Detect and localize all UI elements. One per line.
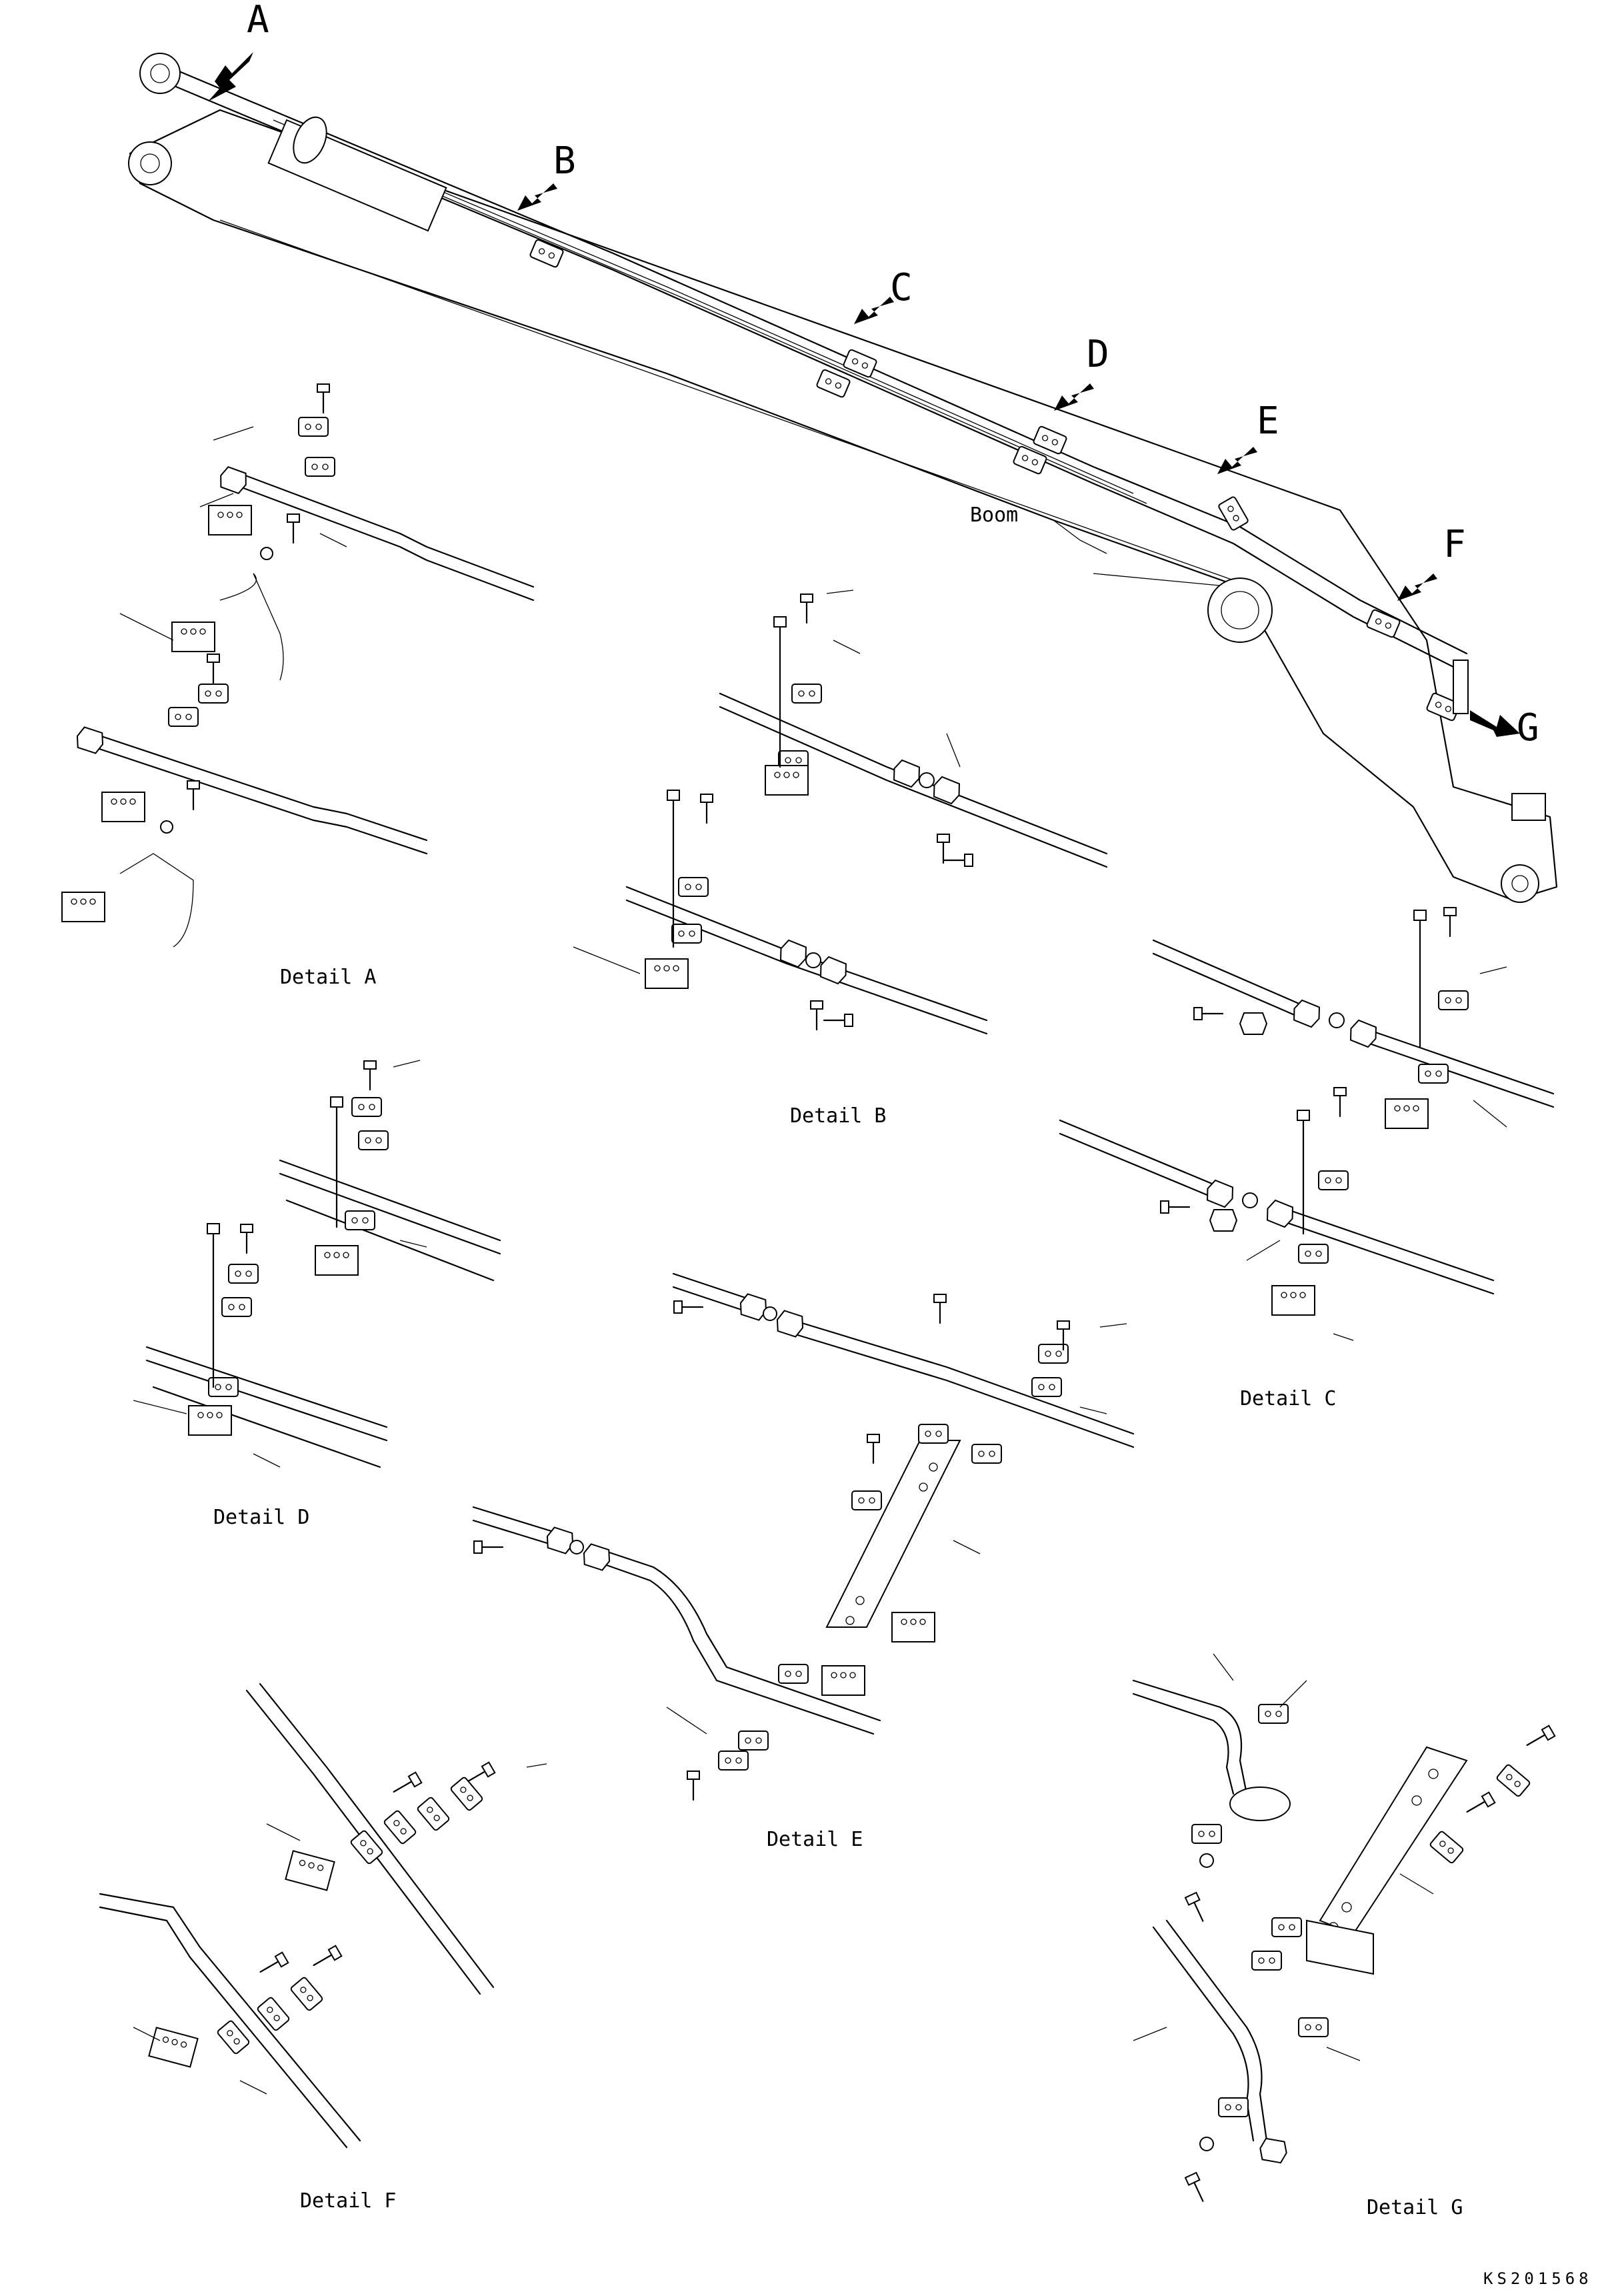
arrow-f-icon	[1397, 573, 1437, 601]
detail-b-drawing	[573, 590, 1108, 1035]
arrow-c-icon	[854, 297, 894, 324]
arrow-label-b: B	[553, 139, 576, 183]
boom-label: Boom	[970, 503, 1018, 527]
arrow-label-e: E	[1257, 399, 1279, 443]
arrow-label-g: G	[1517, 706, 1539, 750]
arrow-label-a: A	[247, 0, 269, 41]
arrow-label-f: F	[1443, 523, 1466, 566]
detail-c-caption: Detail C	[1240, 1387, 1337, 1410]
drawing-code: KS201568	[1483, 2269, 1593, 2288]
detail-f-caption: Detail F	[300, 2189, 397, 2213]
detail-g-caption: Detail G	[1367, 2196, 1463, 2219]
detail-e-caption: Detail E	[767, 1828, 863, 1851]
arrow-a-icon	[208, 52, 253, 101]
detail-b-caption: Detail B	[790, 1104, 887, 1128]
arrow-d-icon	[1054, 383, 1094, 411]
arrow-g-icon	[1470, 710, 1520, 737]
detail-d-caption: Detail D	[213, 1506, 310, 1529]
boom-assembly: A B C D E F G Boom	[128, 0, 1558, 903]
detail-e-drawing	[472, 1272, 1135, 1801]
detail-d-drawing	[133, 1060, 501, 1468]
detail-a-caption: Detail A	[280, 966, 377, 989]
detail-f-drawing	[99, 1682, 547, 2149]
arrow-label-c: C	[890, 266, 913, 309]
detail-a-drawing	[61, 383, 535, 948]
detail-g-drawing	[1132, 1653, 1556, 2205]
arrow-label-d: D	[1087, 333, 1109, 376]
arrow-e-icon	[1217, 447, 1257, 474]
detail-c-drawing	[1059, 906, 1555, 1341]
arrow-b-icon	[517, 183, 557, 211]
